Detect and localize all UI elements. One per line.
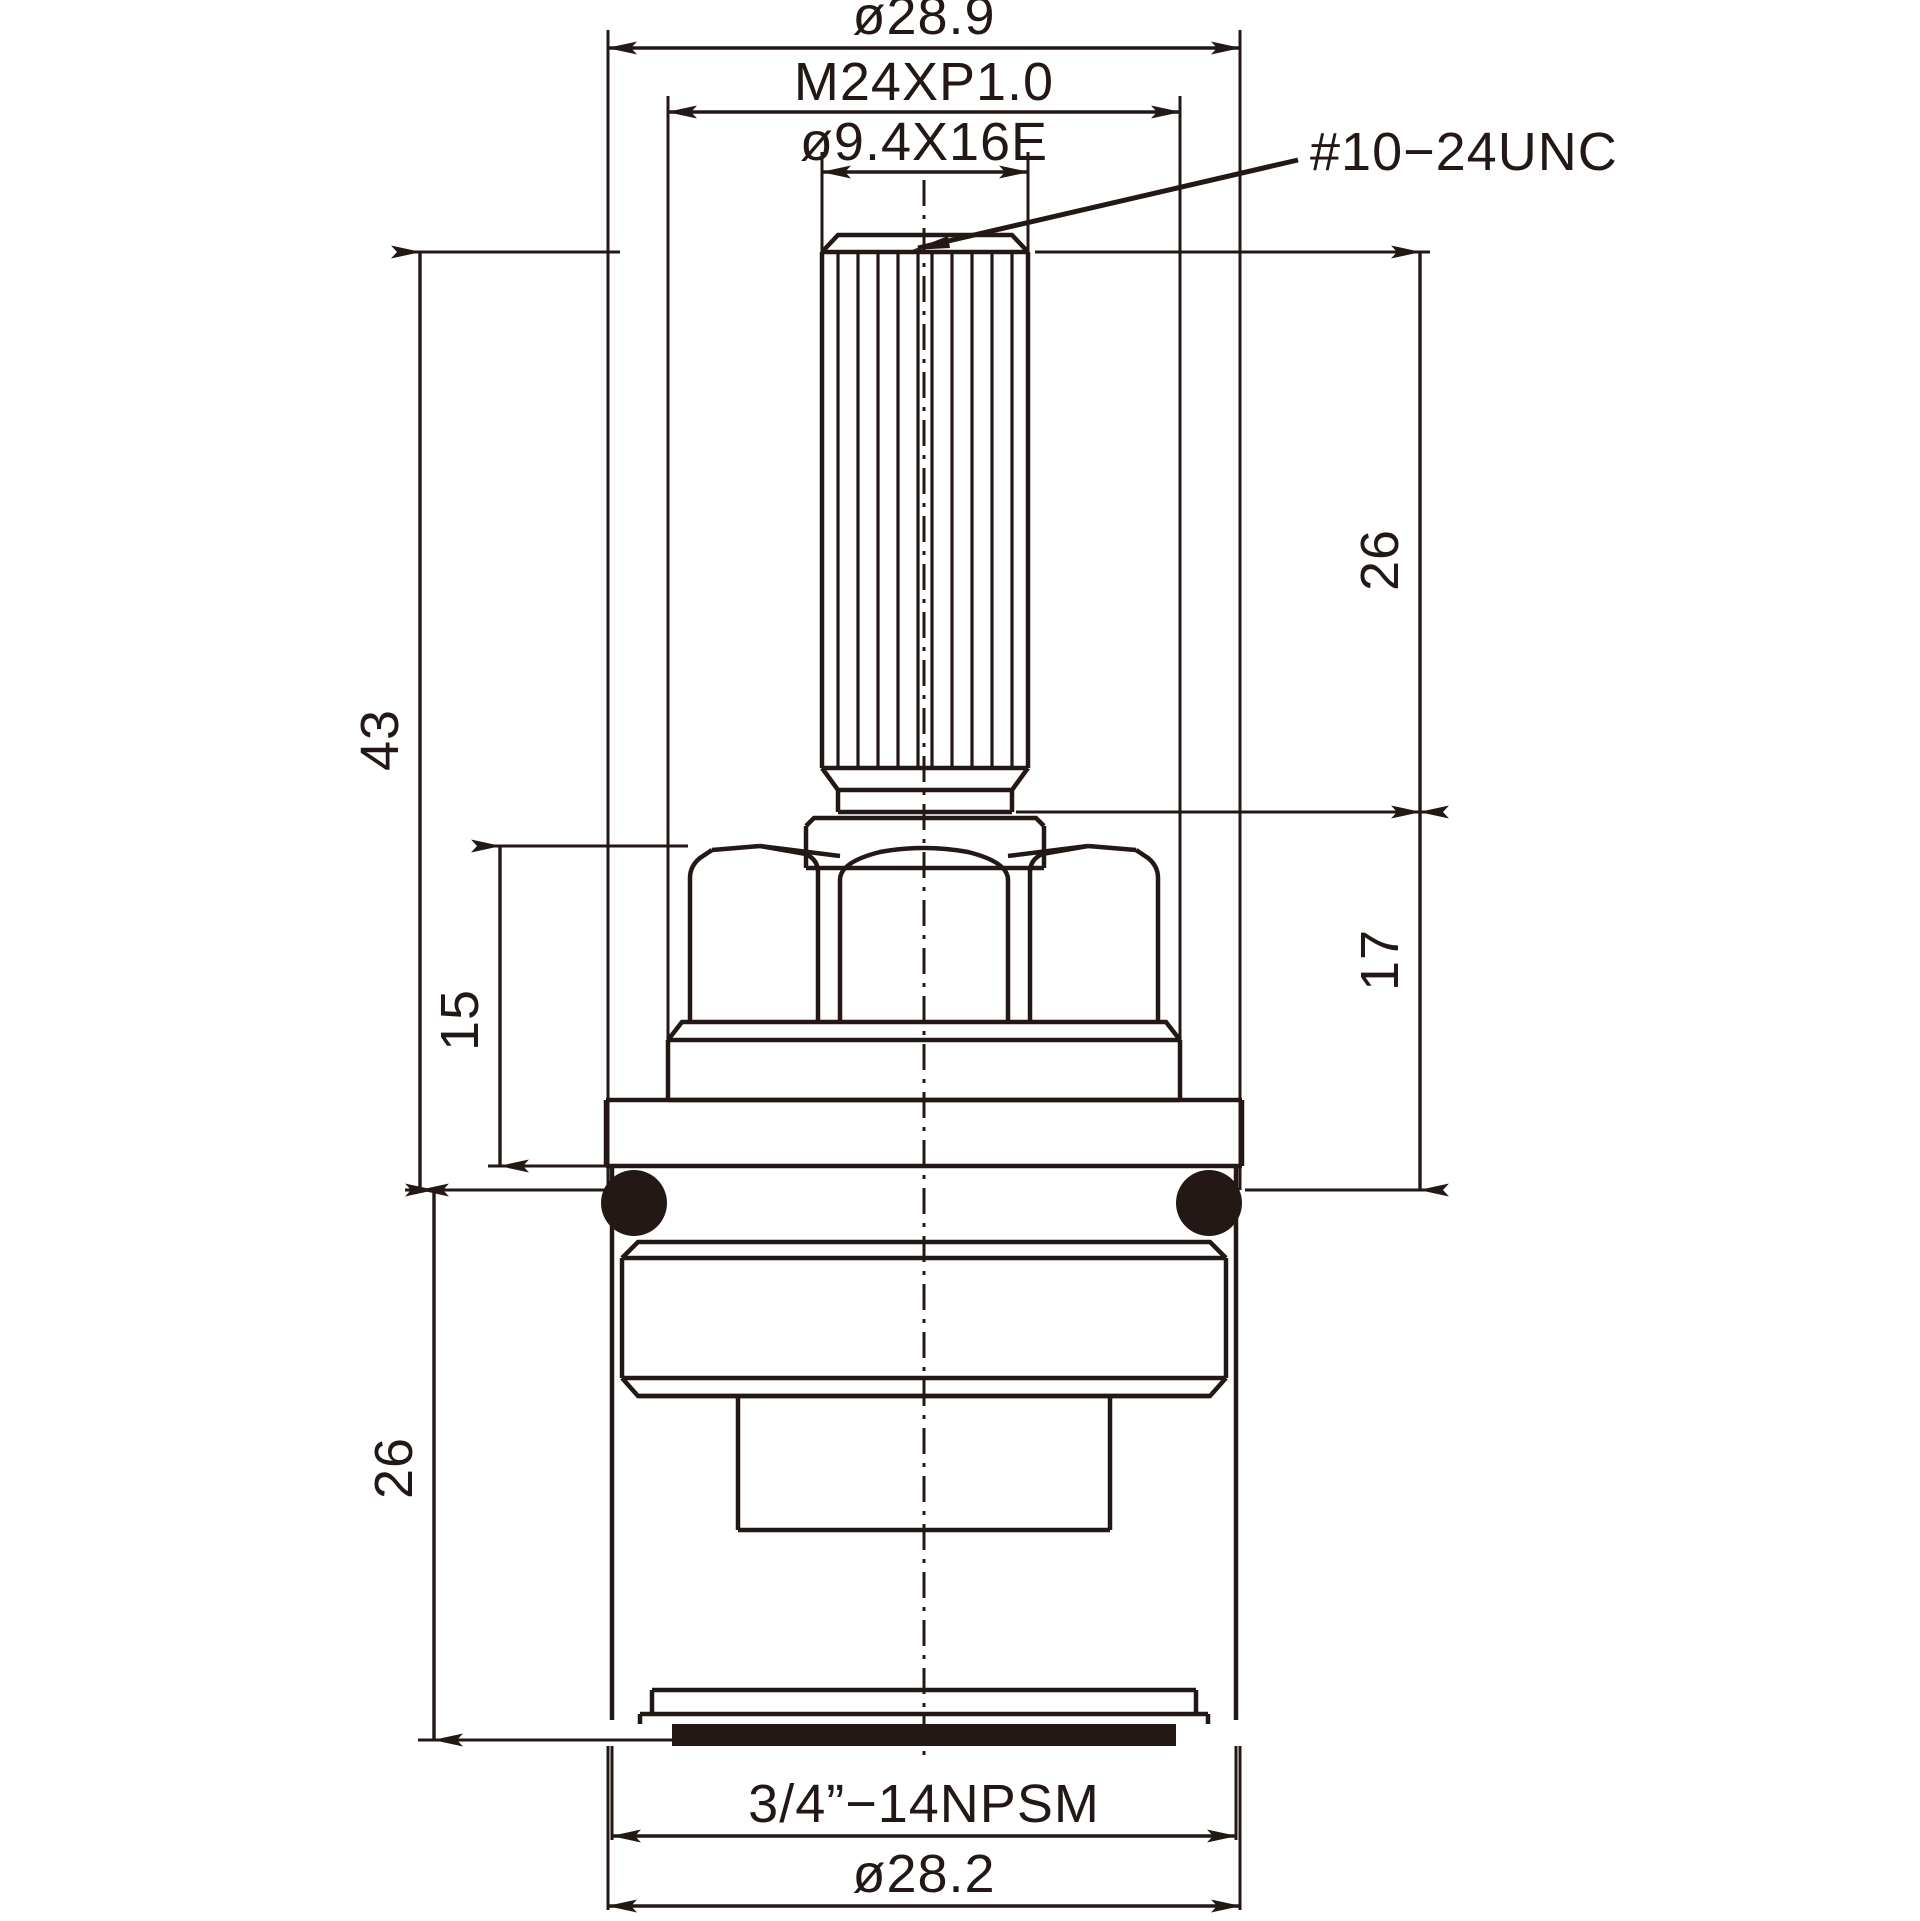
dim-label-unc: #10−24UNC (1310, 122, 1618, 182)
dim-label-spline: ø9.4X16E (800, 112, 1048, 172)
hex-nut-geometry (687, 843, 1161, 1020)
flange-plate-geometry (603, 1019, 1245, 1169)
leader-arrowhead-unc (912, 236, 950, 250)
o-ring-seals (601, 1170, 1242, 1236)
leader-line-unc (917, 157, 1299, 251)
dimension-lines (391, 41, 1449, 1913)
dim-label-26-upper: 26 (1350, 529, 1410, 591)
bottom-seal-gasket (672, 1724, 1176, 1746)
spline-stem-geometry (803, 232, 1047, 871)
dim-label-26-lower: 26 (364, 1437, 424, 1499)
dim-label-43: 43 (350, 709, 410, 771)
dim-label-17: 17 (1350, 929, 1410, 991)
dim-label-15: 15 (430, 989, 490, 1051)
dim-label-npsm: 3/4”−14NPSM (748, 1774, 1100, 1834)
o-ring-right (1176, 1170, 1242, 1236)
o-ring-left (601, 1170, 667, 1236)
unc-leader (912, 157, 1299, 251)
dim-label-dia282: ø28.2 (852, 1844, 995, 1904)
lower-body-geometry (609, 1166, 1239, 1746)
dim-label-m24: M24XP1.0 (794, 52, 1054, 112)
dim-label-dia289: ø28.9 (852, 0, 995, 46)
